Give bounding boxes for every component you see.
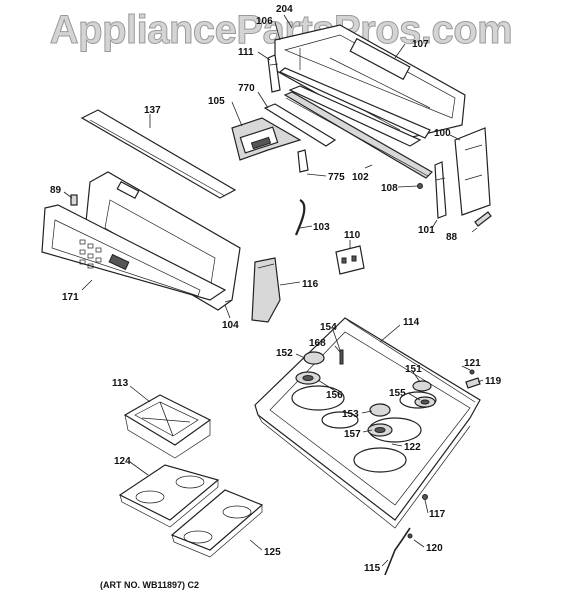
callout-157: 157	[344, 429, 361, 440]
tube-115-part	[384, 527, 413, 576]
callout-104: 104	[222, 320, 239, 331]
callout-156: 156	[326, 390, 343, 401]
igniter-168-part	[339, 349, 344, 365]
bracket-101-part	[434, 161, 447, 219]
wire-103-part	[294, 199, 306, 236]
callout-770: 770	[238, 83, 255, 94]
callout-121: 121	[464, 358, 481, 369]
callout-154: 154	[320, 322, 337, 333]
strip-770-part	[263, 103, 337, 147]
switch-110-part	[335, 245, 365, 275]
callout-103: 103	[313, 222, 330, 233]
leader-lines	[63, 14, 484, 567]
callout-775: 775	[328, 172, 345, 183]
rear-panel-part	[274, 24, 466, 141]
cap-153-part	[369, 403, 391, 417]
bracket-775-part	[297, 149, 309, 173]
callout-108: 108	[381, 183, 398, 194]
callout-155: 155	[389, 388, 406, 399]
callout-116: 116	[302, 279, 319, 290]
callout-204: 204	[276, 4, 293, 15]
screw-117-part	[422, 494, 428, 500]
art-number: (ART NO. WB11897) C2	[100, 580, 200, 590]
grate-113-part	[123, 394, 212, 459]
callout-117: 117	[429, 509, 446, 520]
part-88	[474, 211, 492, 227]
burner-157-part	[367, 423, 393, 437]
callout-152: 152	[276, 348, 293, 359]
callout-168: 168	[309, 338, 326, 349]
callout-102: 102	[352, 172, 369, 183]
cap-152-part	[303, 351, 325, 365]
callout-114: 114	[403, 317, 420, 328]
callout-labels: 204 106 107 111 137 770 105 100 89 775 1…	[50, 4, 502, 574]
bracket-111-part	[267, 54, 281, 93]
keypad-icon	[79, 239, 130, 271]
burner-156-part	[295, 371, 321, 385]
callout-107: 107	[412, 39, 429, 50]
callout-89: 89	[50, 185, 62, 196]
callout-110: 110	[344, 230, 361, 241]
callout-171: 171	[62, 292, 79, 303]
part-119	[465, 377, 481, 389]
callout-106: 106	[256, 16, 273, 27]
callout-124: 124	[114, 456, 131, 467]
control-board-105-part	[231, 117, 302, 161]
callout-120: 120	[426, 543, 443, 554]
rail-102-part	[283, 91, 433, 179]
callout-111: 111	[238, 47, 254, 58]
callout-122: 122	[404, 442, 421, 453]
callout-113: 113	[112, 378, 129, 389]
faceplate-171-part	[41, 204, 227, 301]
control-panel-104-part	[84, 171, 241, 311]
end-cap-116-part	[251, 257, 281, 323]
callout-88: 88	[446, 232, 458, 243]
drip-pan-125-part	[170, 489, 264, 558]
burner-155-part	[414, 396, 436, 408]
cap-151-part	[412, 380, 432, 392]
callout-100: 100	[434, 128, 451, 139]
clip-89-part	[70, 194, 78, 206]
screw-108-part	[417, 183, 423, 189]
drip-pan-124-part	[118, 464, 220, 528]
callout-105: 105	[208, 96, 225, 107]
callout-151: 151	[405, 364, 422, 375]
side-bracket-100-part	[454, 127, 491, 216]
screw-121-part	[469, 369, 475, 375]
callout-137: 137	[144, 105, 161, 116]
burner-grate-area	[291, 385, 345, 411]
callout-153: 153	[342, 409, 359, 420]
callout-125: 125	[264, 547, 281, 558]
callout-115: 115	[364, 563, 381, 574]
callout-101: 101	[418, 225, 435, 236]
rear-trim-part	[278, 67, 431, 147]
callout-119: 119	[485, 376, 502, 387]
trim-137-part	[80, 109, 237, 199]
